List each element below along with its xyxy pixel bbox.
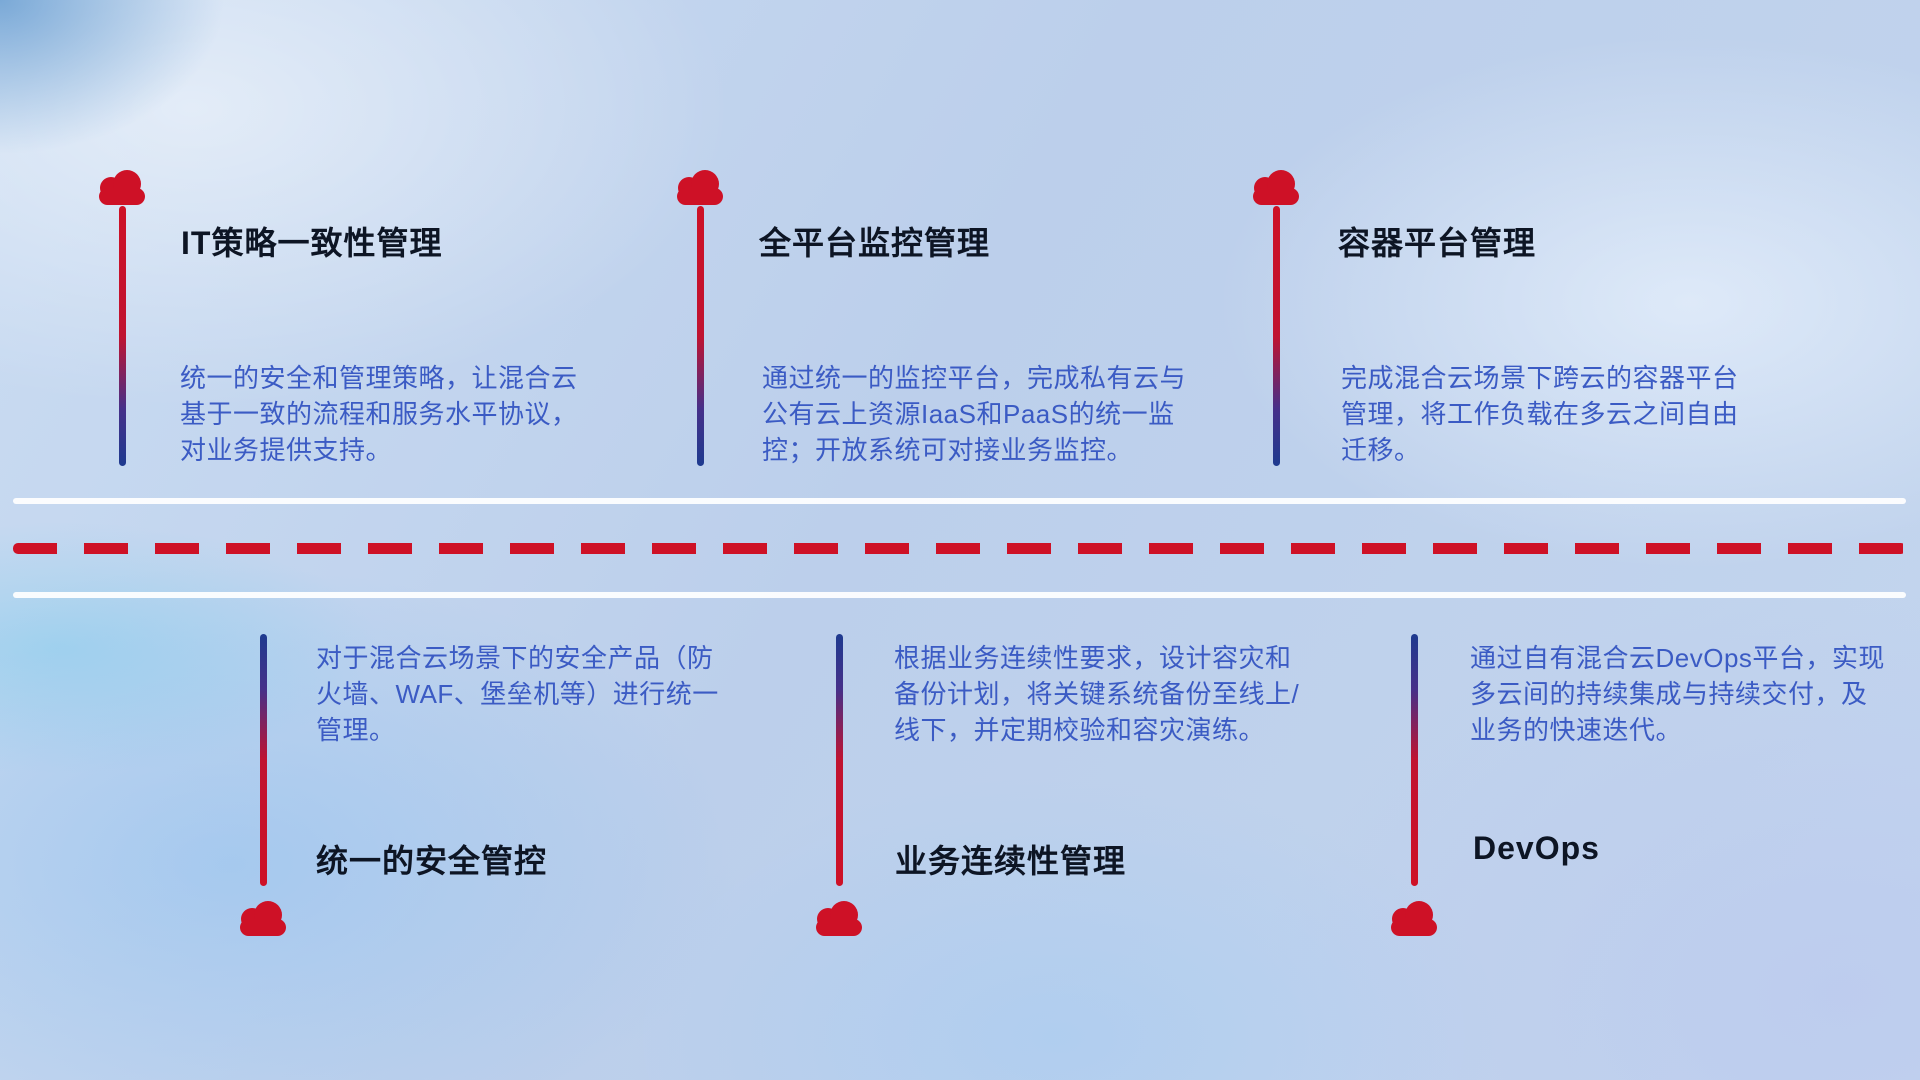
feature-title: DevOps	[1473, 830, 1600, 866]
cloud-icon	[235, 898, 291, 938]
timeline-connector	[119, 206, 126, 466]
feature-description: 通过统一的监控平台，完成私有云与公有云上资源IaaS和PaaS的统一监控；开放系…	[762, 363, 1187, 465]
cloud-icon	[1386, 898, 1442, 938]
cloud-icon	[94, 167, 150, 207]
timeline-connector	[260, 634, 267, 886]
feature-title: 全平台监控管理	[759, 225, 991, 261]
feature-title: 业务连续性管理	[895, 843, 1127, 879]
timeline-connector	[1273, 206, 1280, 466]
feature-title: 统一的安全管控	[316, 843, 548, 879]
feature-description: 根据业务连续性要求，设计容灾和备份计划，将关键系统备份至线上/线下，并定期校验和…	[894, 643, 1300, 745]
feature-title: IT策略一致性管理	[181, 225, 443, 261]
feature-description: 完成混合云场景下跨云的容器平台管理，将工作负载在多云之间自由迁移。	[1341, 363, 1739, 465]
cloud-icon	[672, 167, 728, 207]
timeline-connector	[697, 206, 704, 466]
divider-top-line	[13, 498, 1906, 504]
timeline-connector	[1411, 634, 1418, 886]
divider-bottom-line	[13, 592, 1906, 598]
feature-title: 容器平台管理	[1338, 225, 1537, 261]
cloud-icon	[811, 898, 867, 938]
divider-dashed-line	[13, 543, 1906, 554]
feature-description: 统一的安全和管理策略，让混合云基于一致的流程和服务水平协议，对业务提供支持。	[180, 363, 578, 465]
cloud-icon	[1248, 167, 1304, 207]
feature-description: 对于混合云场景下的安全产品（防火墙、WAF、堡垒机等）进行统一管理。	[316, 643, 719, 745]
timeline-connector	[836, 634, 843, 886]
feature-description: 通过自有混合云DevOps平台，实现多云间的持续集成与持续交付，及业务的快速迭代…	[1470, 643, 1885, 745]
